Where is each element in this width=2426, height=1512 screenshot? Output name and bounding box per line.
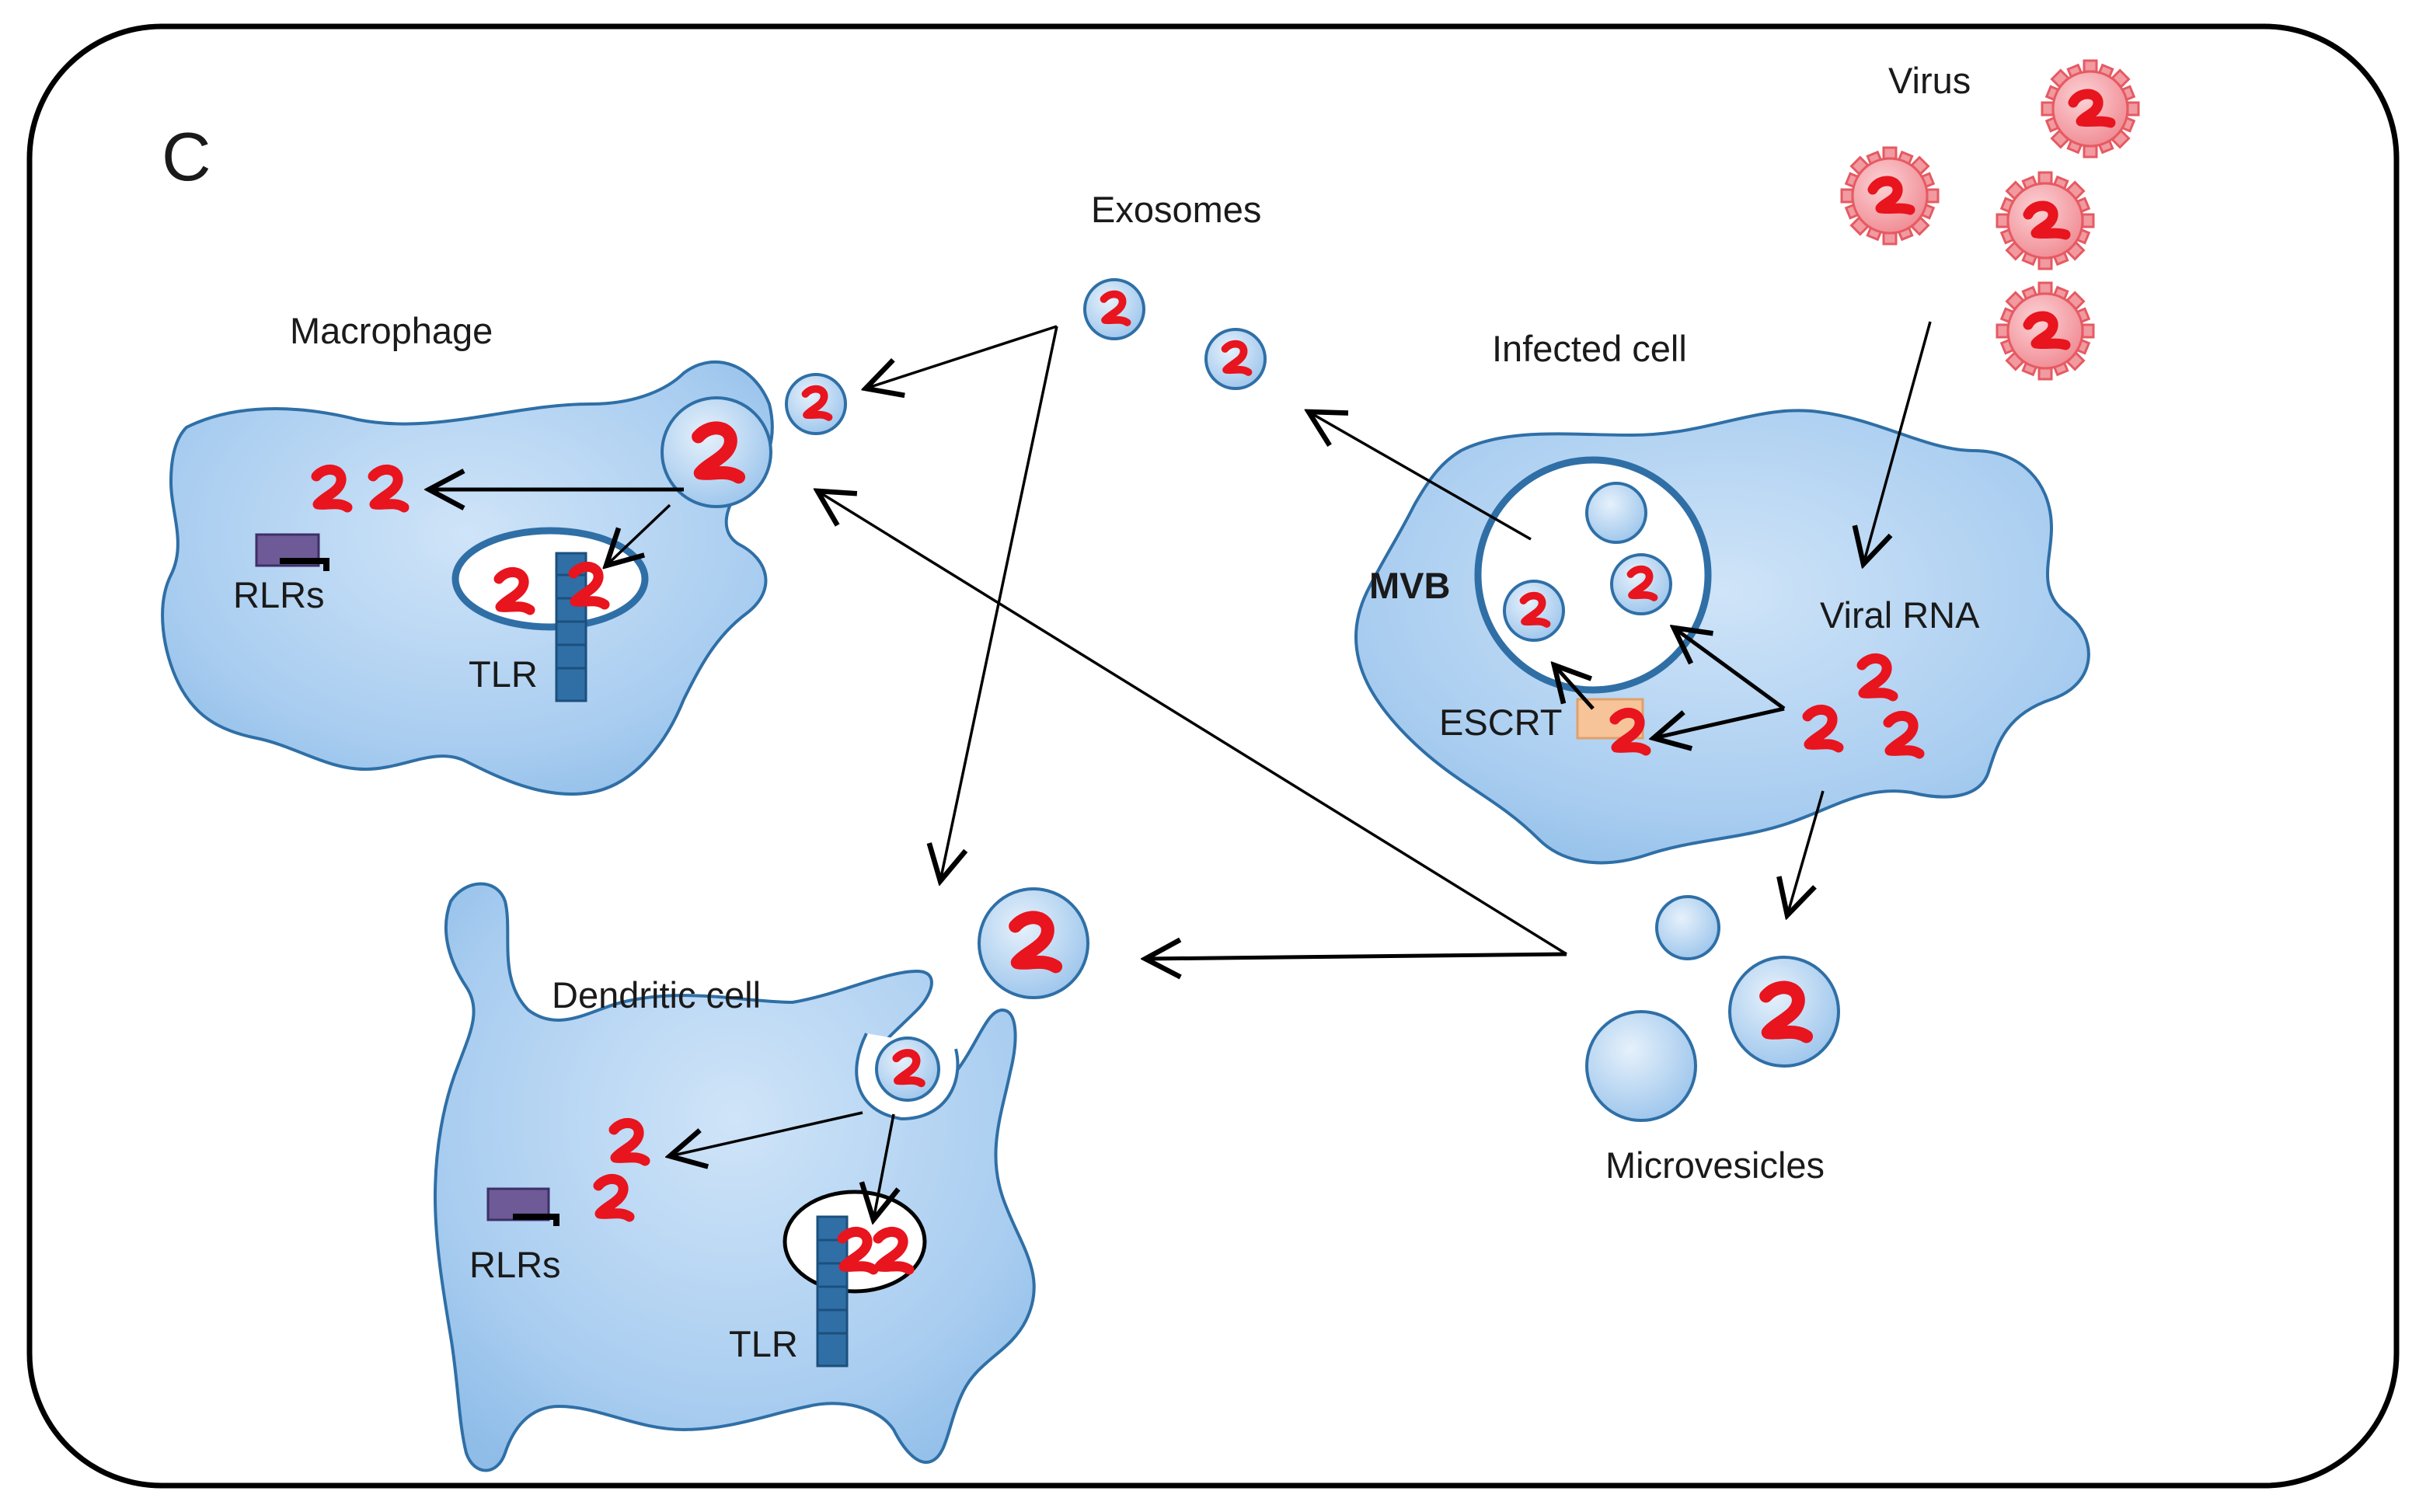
mvb-label: MVB <box>1369 565 1450 606</box>
virus-particle-2 <box>1842 148 1938 244</box>
escrt-label: ESCRT <box>1439 702 1562 743</box>
arrow-exosomes-to-macrophage <box>866 325 1058 388</box>
infected-cell <box>1354 409 2090 865</box>
panel-letter: C <box>162 118 211 195</box>
microvesicles-label: Microvesicles <box>1605 1144 1825 1186</box>
dendritic-rlrs-label: RLRs <box>469 1244 561 1285</box>
macrophage-endosome <box>451 527 649 631</box>
arrow-viral-rna-to-mvb-vesicle <box>1674 628 1786 711</box>
arrow-infected-cell-to-microvesicles <box>1787 790 1825 915</box>
macrophage-rlrs-label: RLRs <box>233 574 325 615</box>
exosomes-label: Exosomes <box>1091 189 1261 230</box>
macrophage-cell <box>161 360 774 796</box>
microvesicle-small <box>1655 895 1720 960</box>
arrow-exosome-to-dendritic-endosome <box>873 1113 894 1220</box>
arrow-exosome-to-macrophage-endosome <box>606 503 671 566</box>
viral-rna-label: Viral RNA <box>1820 594 1980 636</box>
infected-cell-label: Infected cell <box>1492 328 1687 369</box>
arrow-exosome-to-dendritic-cytosol <box>670 1111 863 1156</box>
dendritic-cell <box>433 882 1036 1472</box>
microvesicle-large-empty <box>1585 1010 1697 1122</box>
macrophage-rlr-receptor <box>255 533 329 571</box>
mvb-empty-vesicle <box>1585 482 1647 544</box>
arrow-microvesicles-to-dendritic <box>1145 954 1567 959</box>
virus-particle-4 <box>1997 283 2093 379</box>
arrow-viral-rna-to-escrt <box>1654 706 1785 738</box>
macrophage-label: Macrophage <box>290 310 493 351</box>
virus-particle-3 <box>1997 172 2093 269</box>
virus-particle-1 <box>2042 61 2138 157</box>
macrophage-tlr-label: TLR <box>469 653 538 695</box>
dendritic-cell-label: Dendritic cell <box>552 974 761 1016</box>
virus-label: Virus <box>1888 60 1971 101</box>
arrow-mvb-release-exosomes <box>1309 412 1532 541</box>
arrow-virus-to-infected-cell <box>1863 321 1932 564</box>
arrow-microvesicles-to-macrophage <box>817 491 1567 956</box>
arrow-escrt-to-mvb <box>1554 665 1595 710</box>
dendritic-rlr-receptor <box>486 1187 559 1226</box>
dendritic-tlr-label: TLR <box>729 1323 798 1364</box>
